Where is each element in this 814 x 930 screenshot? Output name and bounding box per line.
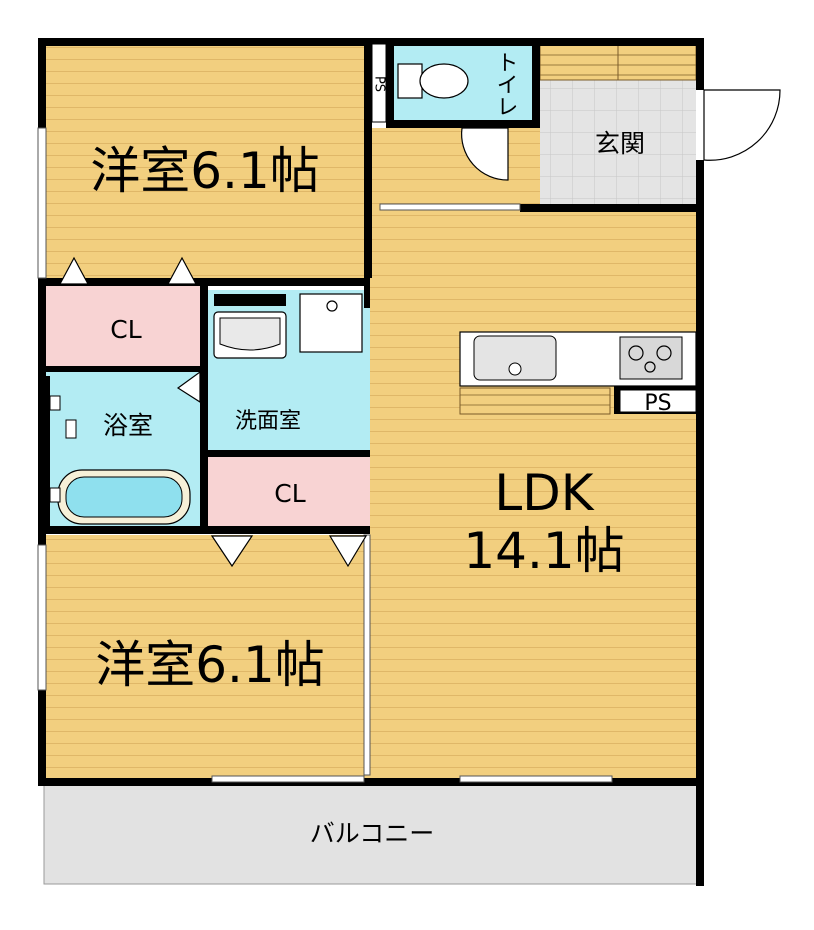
kitchen-counter: [459, 331, 697, 415]
label-balcony: バルコニー: [310, 819, 435, 848]
floor-western-top: [44, 44, 370, 284]
doors: [58, 89, 781, 568]
floor-hallway: [370, 128, 540, 208]
label-western-bottom: 洋室6.1帖: [95, 636, 325, 694]
label-toilet: トイレ: [493, 51, 518, 117]
windows: [37, 127, 613, 783]
floor-western-bottom: [44, 535, 370, 778]
wash-fixtures: [213, 293, 363, 359]
ps-kitchen-box: [619, 389, 697, 413]
label-bath: 浴室: [103, 411, 153, 440]
floor-closet-top: [44, 285, 204, 367]
toilet-fixture: [397, 63, 469, 99]
label-closet-mid: CL: [274, 479, 305, 508]
label-ldk: LDK: [494, 464, 594, 522]
label-closet-top: CL: [110, 315, 141, 344]
label-washroom: 洗面室: [235, 409, 301, 434]
label-ps-kitchen: PS: [644, 391, 671, 416]
floor-ldk: [370, 208, 696, 778]
bathtub: [49, 395, 191, 525]
label-entrance: 玄関: [595, 129, 645, 158]
floor-closet-mid: [208, 457, 370, 532]
floor-entrance: [540, 80, 696, 208]
label-ldk-size: 14.1帖: [463, 522, 624, 580]
ps-top-box: [371, 43, 387, 123]
floor-balcony: [43, 783, 701, 885]
label-western-top: 洋室6.1帖: [90, 142, 320, 200]
label-ps-top: PS: [372, 76, 387, 92]
